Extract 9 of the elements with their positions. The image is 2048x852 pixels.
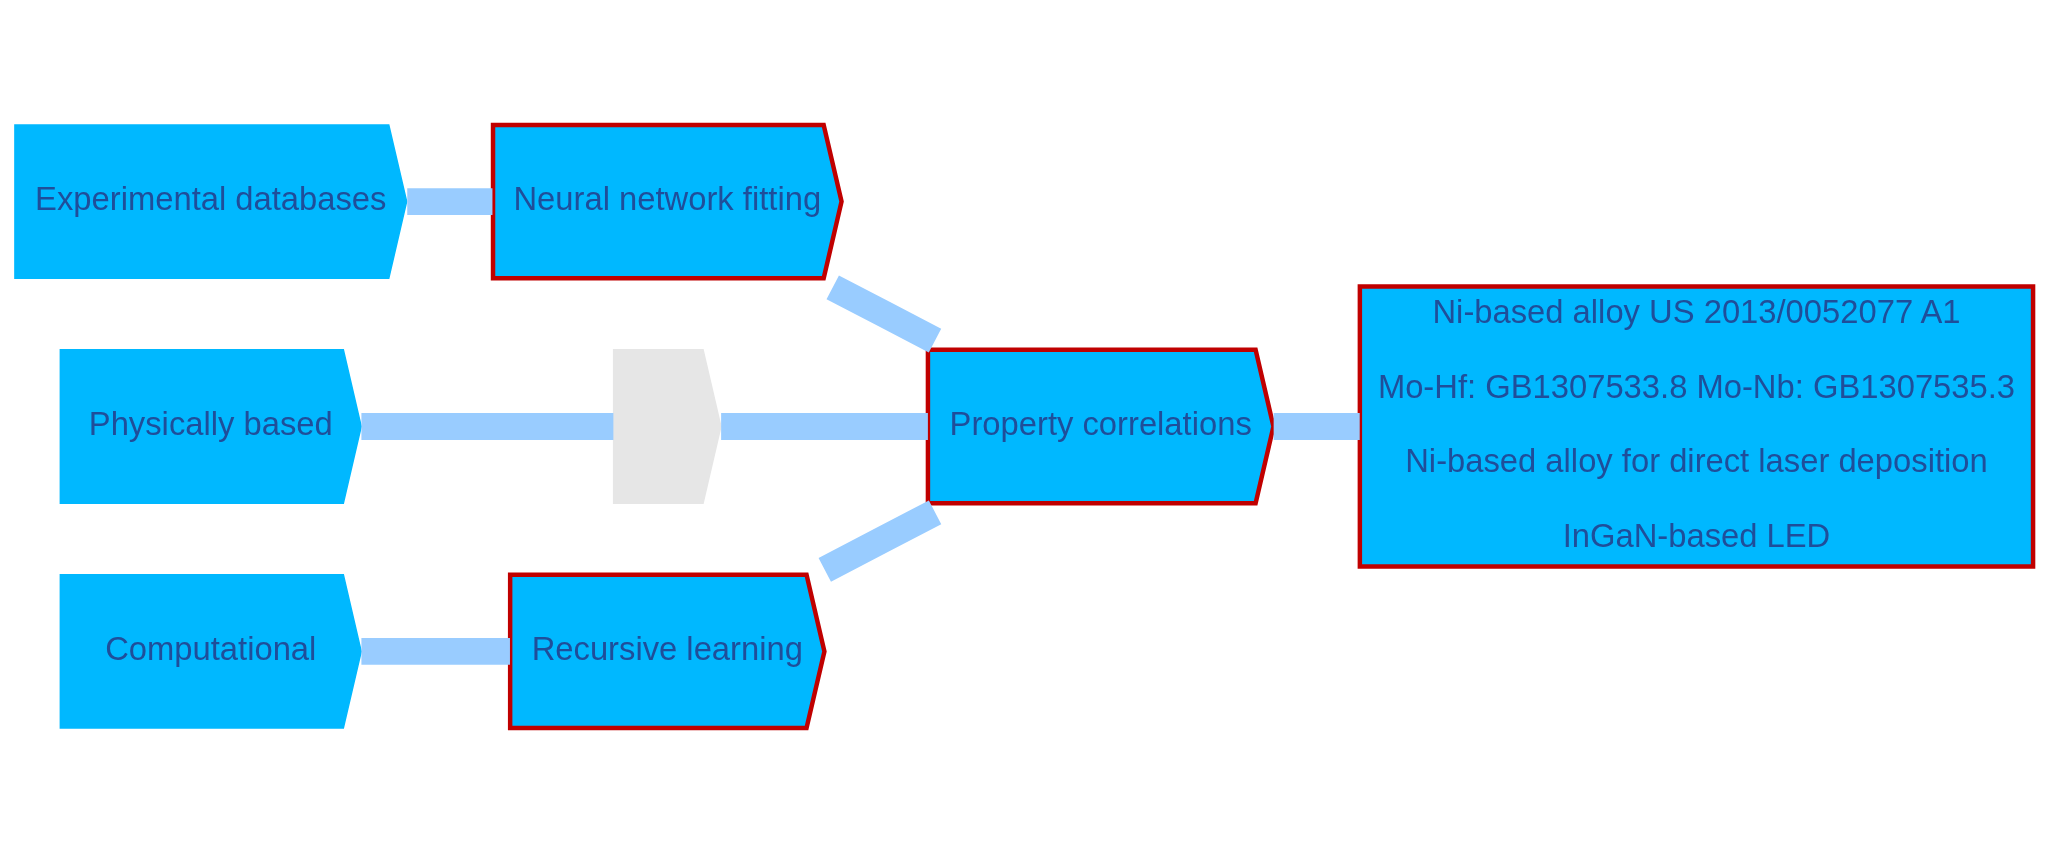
connector — [361, 637, 510, 665]
connector — [818, 499, 942, 582]
connector — [721, 412, 928, 440]
connector — [1273, 412, 1360, 440]
connector — [826, 274, 942, 353]
connector — [407, 187, 493, 215]
node-chevron — [612, 348, 722, 504]
connector — [361, 412, 614, 440]
node-box: Ni-based alloy US 2013/0052077 A1 Mo-Hf: GB1307533.8 Mo-Nb: GB1307535.3 Ni-based alloy for direct laser deposition InGaN-based LED — [1357, 283, 2036, 569]
